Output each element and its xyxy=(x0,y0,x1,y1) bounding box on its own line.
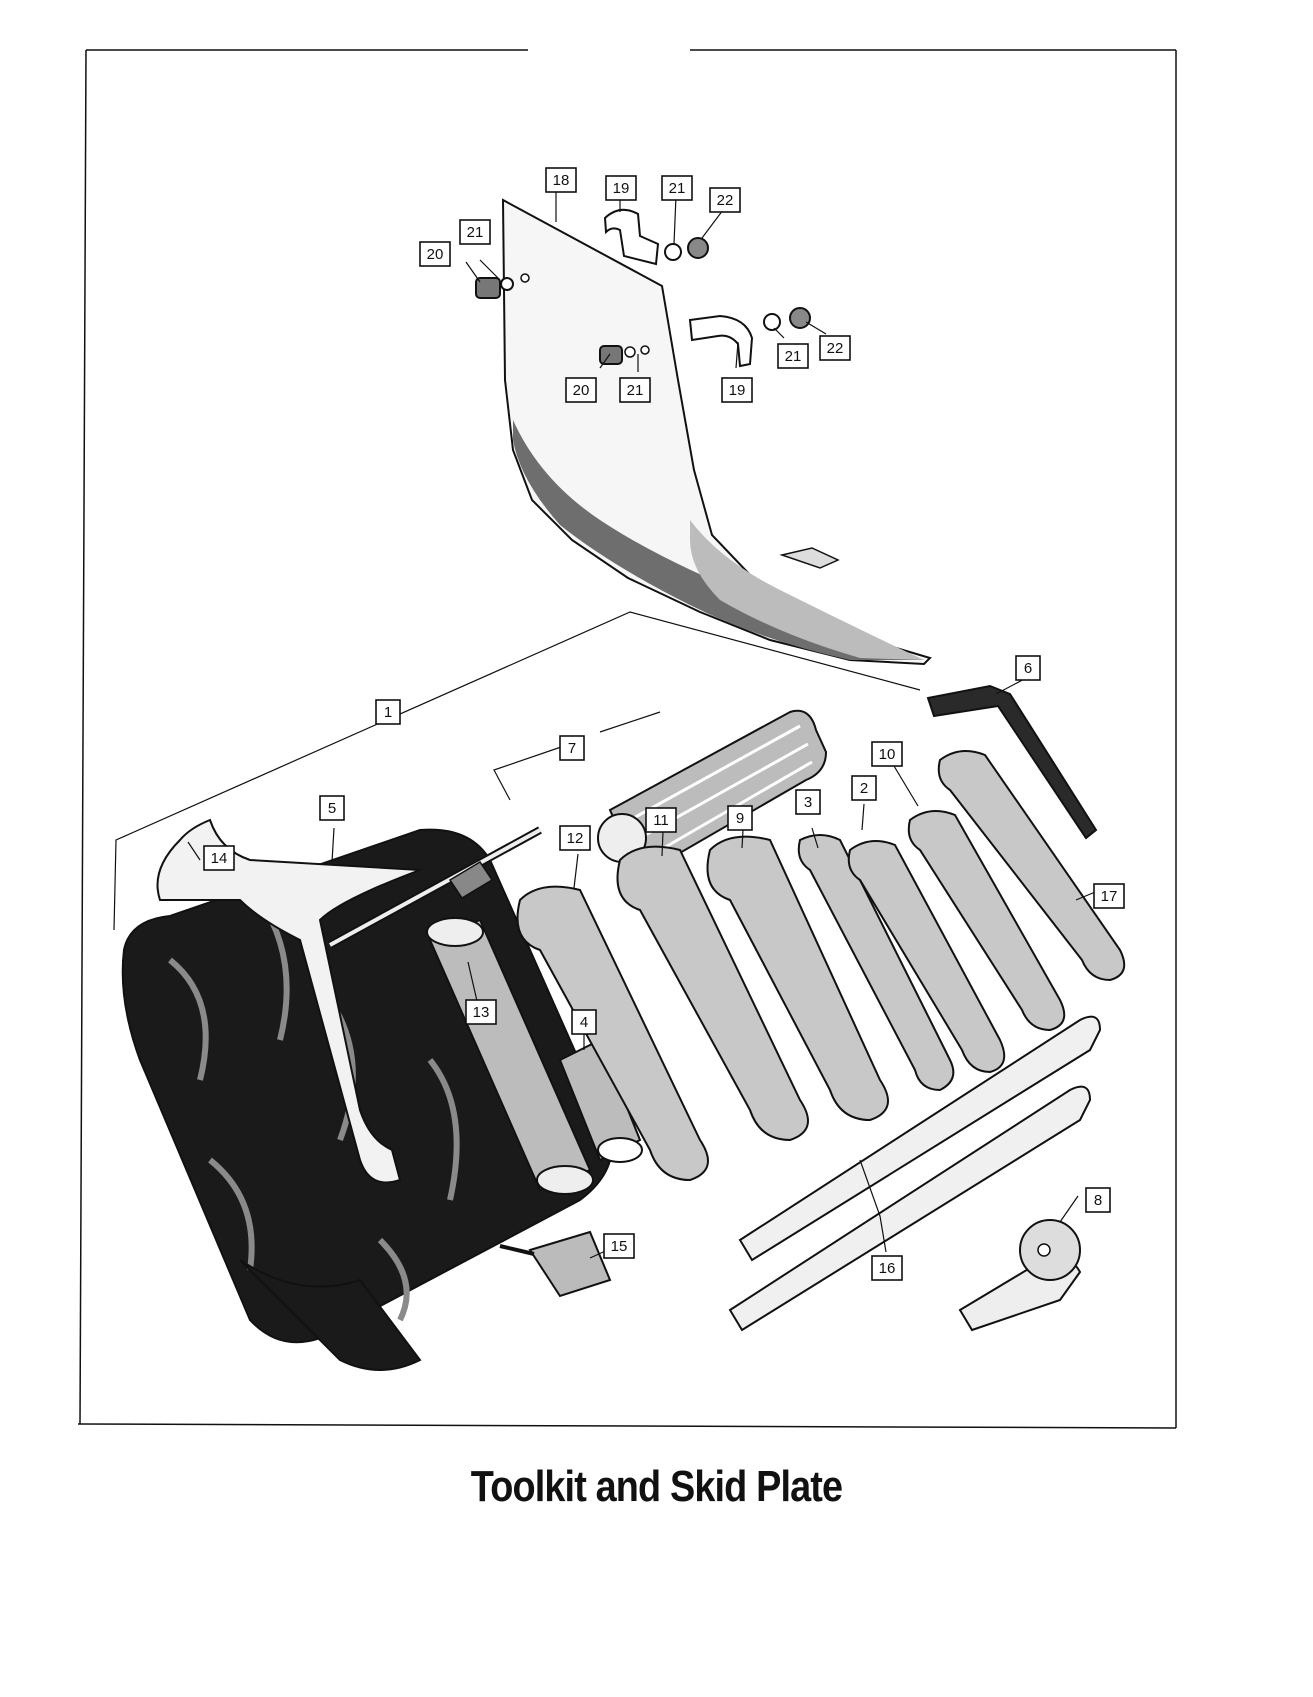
callout-10: 10 xyxy=(871,741,903,767)
callout-label: 14 xyxy=(211,850,228,867)
callout-20: 20 xyxy=(419,241,451,267)
callout-14: 14 xyxy=(203,845,235,871)
callout-label: 19 xyxy=(729,382,746,399)
callout-16: 16 xyxy=(871,1255,903,1281)
callout-18: 18 xyxy=(545,167,577,193)
callout-15: 15 xyxy=(603,1233,635,1259)
callout-5: 5 xyxy=(319,795,345,821)
callout-4: 4 xyxy=(571,1009,597,1035)
callout-6: 6 xyxy=(1015,655,1041,681)
diagram-border xyxy=(77,49,1177,1429)
callout-label: 4 xyxy=(580,1014,588,1031)
callout-label: 18 xyxy=(553,172,570,189)
callout-label: 8 xyxy=(1094,1192,1102,1209)
callout-11: 11 xyxy=(645,807,677,833)
callout-label: 10 xyxy=(879,746,896,763)
callout-label: 20 xyxy=(427,246,444,263)
skid-plate-illustration xyxy=(475,198,932,666)
open-ended-spanners xyxy=(516,750,1126,1182)
callout-label: 19 xyxy=(613,180,630,197)
c-spanner xyxy=(156,818,421,1184)
callout-9: 9 xyxy=(727,805,753,831)
feeler-gauge xyxy=(958,1219,1082,1332)
callout-2: 2 xyxy=(851,775,877,801)
callout-1: 1 xyxy=(375,699,401,725)
callout-8: 8 xyxy=(1085,1187,1111,1213)
washer-nut-middle xyxy=(763,307,811,331)
callout-label: 12 xyxy=(567,830,584,847)
callout-17: 17 xyxy=(1093,883,1125,909)
callout-label: 11 xyxy=(653,812,669,829)
toolkit-group-line xyxy=(113,611,921,931)
callout-22: 22 xyxy=(709,187,741,213)
callout-label: 21 xyxy=(669,180,686,197)
callout-20: 20 xyxy=(565,377,597,403)
bolt-top xyxy=(475,273,530,299)
figure-caption: Toolkit and Skid Plate xyxy=(470,1462,843,1511)
callout-label: 22 xyxy=(827,340,844,357)
callout-label: 22 xyxy=(717,192,734,209)
callout-label: 9 xyxy=(736,810,744,827)
screwdriver xyxy=(328,826,542,949)
callout-label: 7 xyxy=(568,740,576,757)
washer-nut-top xyxy=(664,237,709,261)
callout-7: 7 xyxy=(559,735,585,761)
callout-label: 15 xyxy=(611,1238,628,1255)
callout-13: 13 xyxy=(465,999,497,1025)
bracket-top xyxy=(603,208,660,266)
callout-label: 1 xyxy=(384,704,392,721)
callout-label: 5 xyxy=(328,800,336,817)
callout-3: 3 xyxy=(795,789,821,815)
callout-label: 6 xyxy=(1024,660,1032,677)
callout-label: 2 xyxy=(860,780,868,797)
callout-19: 19 xyxy=(605,175,637,201)
tapered-tool xyxy=(499,1230,612,1298)
bracket-middle xyxy=(688,314,754,368)
callout-label: 21 xyxy=(785,348,802,365)
callout-label: 21 xyxy=(627,382,644,399)
callout-21: 21 xyxy=(459,219,491,245)
callout-21: 21 xyxy=(661,175,693,201)
box-spanner xyxy=(426,917,594,1195)
plug-spanner xyxy=(558,1038,643,1163)
callout-label: 17 xyxy=(1101,888,1118,905)
callout-21: 21 xyxy=(777,343,809,369)
leader-lines xyxy=(187,190,1101,1259)
toolkit-illustration xyxy=(113,611,1126,1371)
allen-key xyxy=(926,684,1098,840)
callout-19: 19 xyxy=(721,377,753,403)
callout-label: 20 xyxy=(573,382,590,399)
callout-label: 16 xyxy=(879,1260,896,1277)
callout-22: 22 xyxy=(819,335,851,361)
callout-21: 21 xyxy=(619,377,651,403)
callout-label: 21 xyxy=(467,224,484,241)
callout-label: 3 xyxy=(804,794,812,811)
tyre-levers xyxy=(728,1015,1102,1332)
callout-label: 13 xyxy=(473,1004,490,1021)
callout-12: 12 xyxy=(559,825,591,851)
